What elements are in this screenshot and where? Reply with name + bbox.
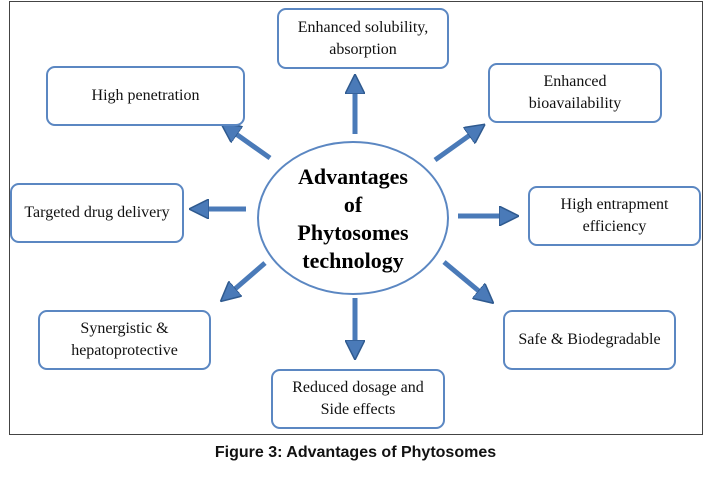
center-line-1: Advantages — [297, 164, 408, 189]
box-bioavailability: Enhanced bioavailability — [488, 63, 662, 123]
center-ellipse — [257, 141, 449, 295]
box-synergistic: Synergistic & hepatoprotective — [38, 310, 211, 370]
figure-caption: Figure 3: Advantages of Phytosomes — [214, 444, 497, 461]
arrow-upper-left — [229, 129, 272, 161]
center-title: Advantages of Phytosomes technology — [257, 142, 449, 296]
box-dosage: Reduced dosage and Side effects — [271, 369, 445, 429]
arrow-lower-left — [228, 261, 267, 295]
arrow-lower-right — [442, 260, 486, 297]
arrow-upper-right — [433, 130, 477, 163]
box-entrapment: High entrapment efficiency — [528, 186, 701, 246]
box-penetration: High penetration — [46, 66, 245, 126]
box-safe: Safe & Biodegradable — [503, 310, 676, 370]
box-targeted: Targeted drug delivery — [10, 183, 184, 243]
center-line-3: Phytosomes — [297, 220, 409, 245]
box-solubility: Enhanced solubility, absorption — [277, 8, 449, 69]
center-line-4: technology — [302, 248, 404, 273]
center-line-2: of — [343, 192, 363, 217]
figure-frame — [9, 1, 703, 435]
